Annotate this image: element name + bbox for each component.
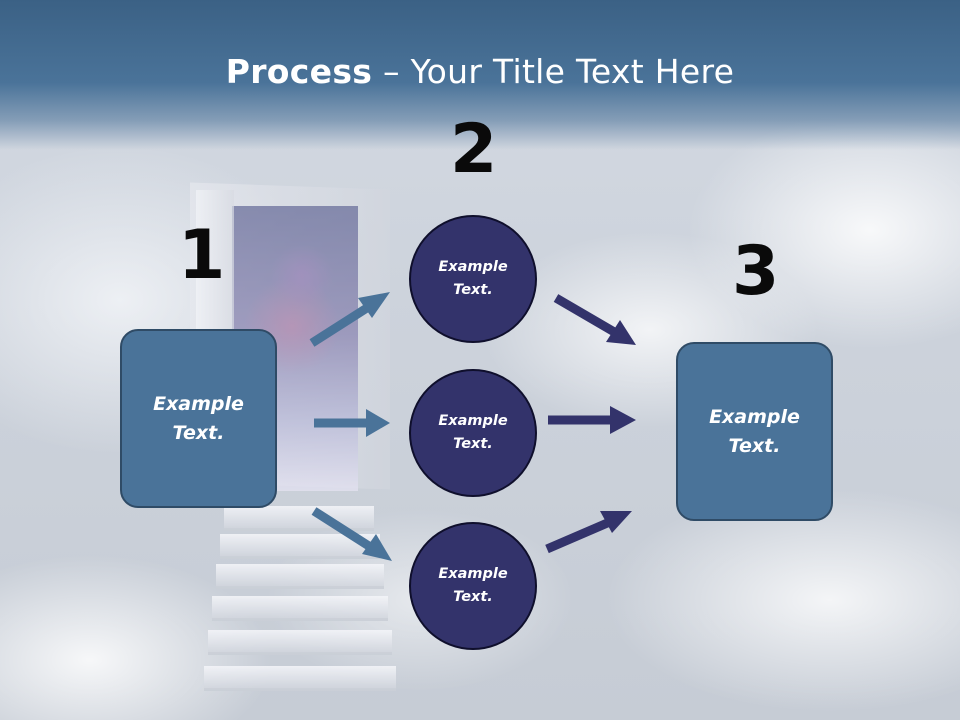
left-process-box: Example Text. [120,329,277,508]
title-bold: Process [226,52,372,91]
slide-title: Process – Your Title Text Here [0,52,960,91]
circle-middle-text: Example Text. [423,410,523,456]
circle-top: Example Text. [409,215,537,343]
right-process-box: Example Text. [676,342,833,521]
left-box-text: Example Text. [134,390,264,448]
arrow-from-circle-middle [548,406,636,434]
stair-step [224,506,374,531]
step-number-2: 2 [450,116,497,184]
right-box-text: Example Text. [690,403,820,461]
arrow-from-circle-bottom [547,511,632,549]
title-rest: – Your Title Text Here [372,52,734,91]
circle-bottom-text: Example Text. [423,563,523,609]
arrow-from-circle-top [556,298,636,345]
stairs-image [198,486,408,720]
step-number-3: 3 [732,238,779,306]
circle-top-text: Example Text. [423,256,523,302]
stair-step [204,666,396,691]
stair-step [212,596,388,621]
circle-middle: Example Text. [409,369,537,497]
stair-step [216,564,384,589]
circle-bottom: Example Text. [409,522,537,650]
step-number-1: 1 [178,222,225,290]
stair-step [208,630,392,655]
stair-step [220,534,380,559]
